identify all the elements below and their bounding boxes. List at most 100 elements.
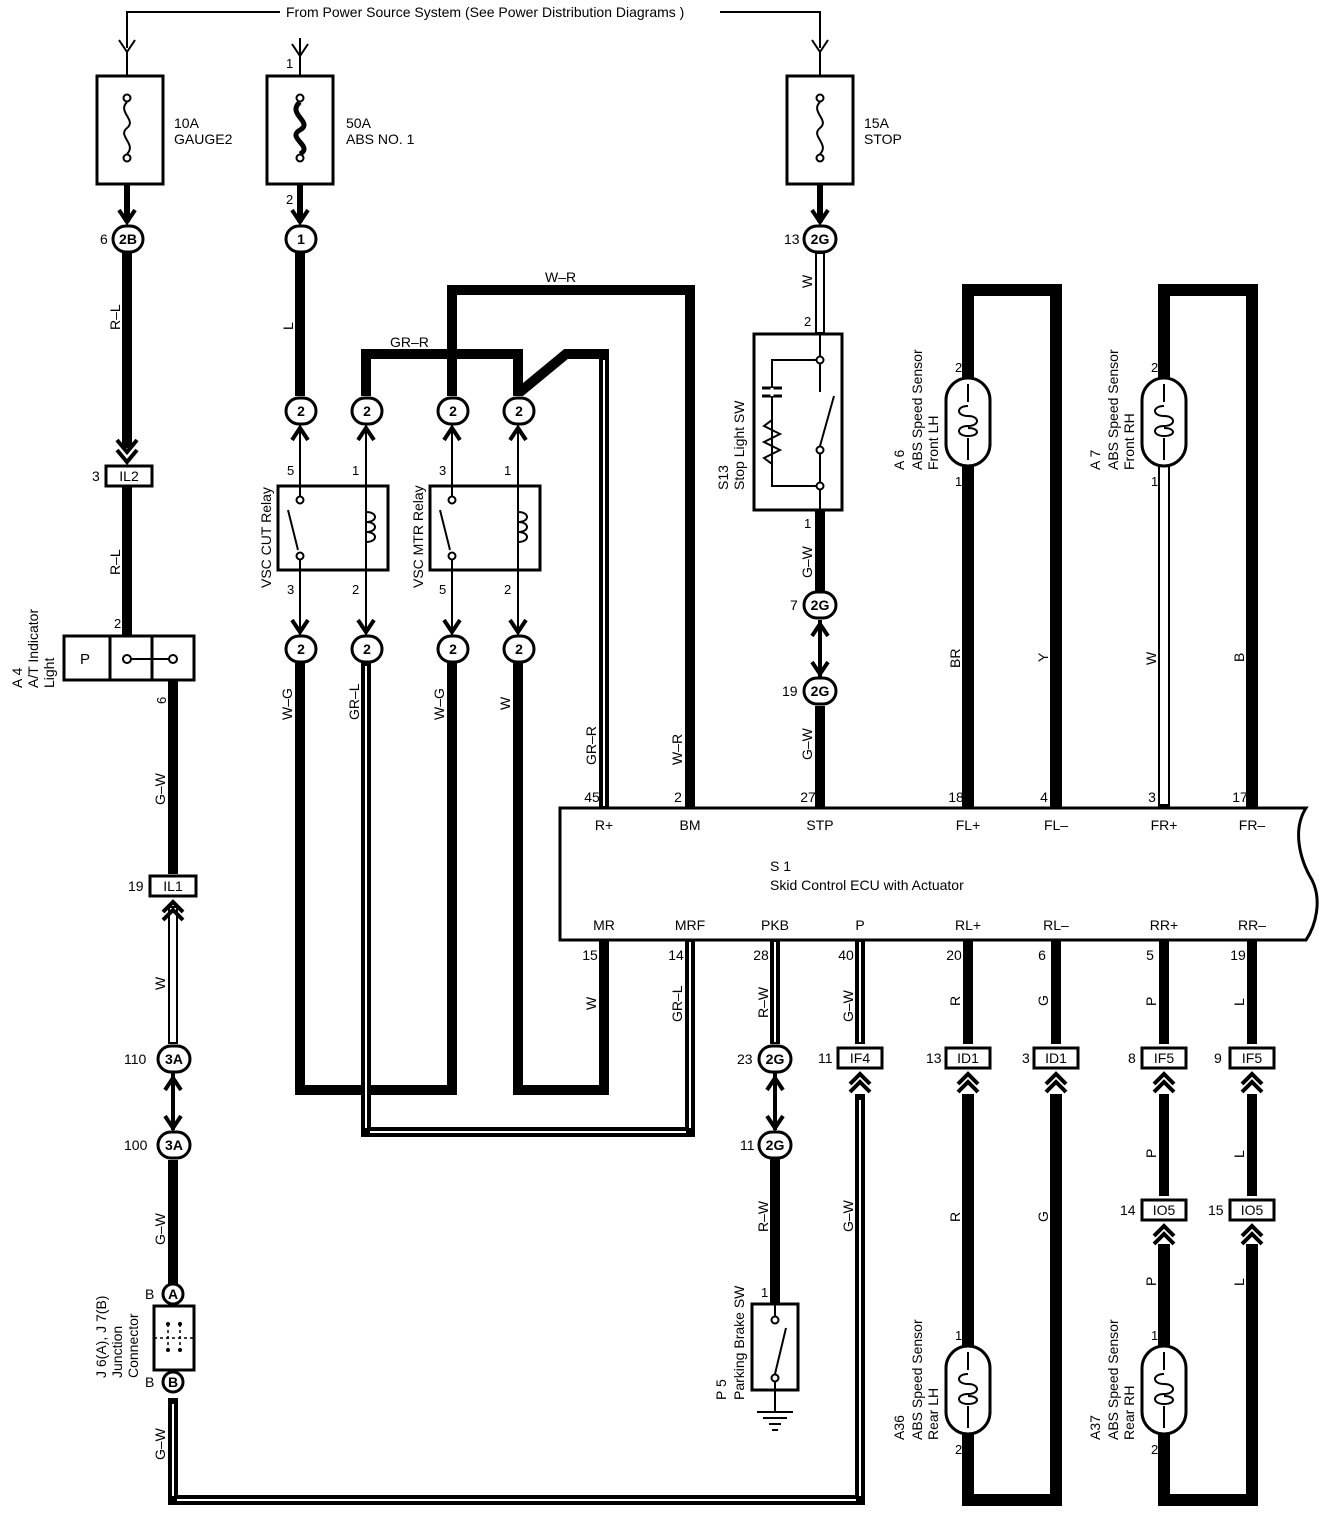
pin-label: 13 (926, 1050, 942, 1066)
wire-color-label: L (280, 322, 296, 330)
pin-label: 2 (955, 360, 962, 375)
connector-io5-15: IO5 15 (1208, 1198, 1276, 1246)
component-code: S13 (715, 465, 731, 490)
pin-label: 9 (1214, 1050, 1222, 1066)
connector-id: IL2 (119, 468, 139, 484)
connector-id: IO5 (1153, 1202, 1176, 1218)
pin-label: 8 (1128, 1050, 1136, 1066)
connector-2g-19: 2G 19 (782, 660, 838, 706)
switch-icon (774, 1327, 787, 1375)
component-code: J 6(A), J 7(B) (93, 1296, 109, 1378)
skid-control-ecu: S 1 Skid Control ECU with Actuator (558, 806, 1319, 942)
wire-color-label: W–G (279, 688, 295, 720)
wire-color-label: G–W (840, 989, 856, 1022)
pin-label: 19 (782, 683, 798, 699)
wire-color-label: G–W (840, 1199, 856, 1232)
ecu-terminal-label: PKB (761, 917, 789, 933)
ecu-pin-label: 15 (582, 947, 598, 963)
component-code: P 5 (713, 1379, 729, 1400)
pin-label: 14 (1120, 1202, 1136, 1218)
pin-label: 1 (761, 1285, 768, 1300)
component-name: Front RH (1121, 413, 1137, 470)
ecu-pin-label: 2 (674, 789, 682, 805)
wire-stp-w: W G–W G–W (799, 252, 825, 808)
wire-color-label: W (583, 996, 599, 1010)
fuse-name: GAUGE2 (174, 131, 233, 147)
connector-id: IF5 (1154, 1050, 1174, 1066)
wire-pkb: R–W R–W (755, 940, 780, 1304)
pin-label: B (145, 1286, 154, 1302)
fuse-rating: 15A (864, 115, 890, 131)
wire-color-label: GR–R (390, 334, 429, 350)
pin-label: 2 (1151, 360, 1158, 375)
component-name: Light (41, 658, 57, 688)
pin-label: 11 (740, 1137, 755, 1153)
connector-id: 3A (165, 1137, 183, 1153)
wire-gr-r: GR–R GR–R (361, 334, 609, 808)
wire-r-l: R–L R–L (107, 252, 132, 636)
pin-label: 1 (504, 463, 511, 478)
pin-label: 2 (804, 314, 811, 329)
wire-color-label: W–R (545, 269, 576, 285)
component-code: A 4 (9, 668, 25, 688)
junction-connector: A B B B J 6(A), J 7(B) Junction Connecto… (93, 1282, 196, 1394)
connector-1: 1 (284, 208, 318, 254)
connector-id: 2G (811, 683, 830, 699)
wire-color-label: G (1035, 995, 1051, 1006)
ecu-terminal-label: MR (593, 917, 615, 933)
ecu-pin-label: 28 (753, 947, 769, 963)
component-name: Parking Brake SW (731, 1285, 747, 1400)
component-name: Connector (125, 1313, 141, 1378)
connector-id: 2 (297, 641, 305, 657)
connector-if5-8: IF5 8 (1128, 1046, 1188, 1094)
connector-id: 2G (811, 231, 830, 247)
connector-2g-13: 2G 13 (784, 208, 838, 254)
fuse-rating: 10A (174, 115, 200, 131)
connector-id: 2 (363, 641, 371, 657)
ecu-terminal-label: RR+ (1150, 917, 1178, 933)
connector-2g-23: 2G 23 (737, 1044, 793, 1092)
wire-color-label: G (1035, 1211, 1051, 1222)
sensor-coil-icon (1154, 405, 1174, 438)
wire-color-label: W (497, 696, 513, 710)
pin-label: 11 (818, 1050, 833, 1066)
wire-color-label: GR–L (346, 683, 362, 720)
parking-brake-switch: 1 P 5 Parking Brake SW (713, 1285, 800, 1431)
component-name: Front LH (925, 416, 941, 470)
component-name: VSC CUT Relay (258, 487, 274, 588)
pin-label: 3 (439, 463, 446, 478)
wire-g-w-left: G–W (152, 680, 178, 874)
wire-color-label: W–R (669, 734, 685, 765)
wire-rear-lh: R G R G (947, 940, 1062, 1506)
component-name: A/T Indicator (25, 609, 41, 688)
component-name: ABS Speed Sensor (1105, 1319, 1121, 1440)
connector-id: 2 (363, 403, 371, 419)
pin-label: 1 (1151, 1328, 1158, 1343)
power-source-label: From Power Source System (See Power Dist… (286, 4, 684, 20)
wire-color-label: R–L (107, 304, 123, 330)
wire-color-label: B (1231, 653, 1247, 662)
pin-label: 1 (955, 474, 962, 489)
wire-color-label: W (152, 976, 168, 990)
connector-id: 2G (766, 1137, 785, 1153)
connector-id: 2 (297, 403, 305, 419)
connector-id: 2 (449, 641, 457, 657)
pin-label: 2 (1151, 1442, 1158, 1457)
ecu-terminals: 45R+2BM27STP18FL+4FL–3FR+17FR–MR15MRF14P… (582, 789, 1266, 963)
pin-label: 3 (287, 582, 294, 597)
connector-id: IO5 (1241, 1202, 1264, 1218)
fuse-gauge2: 10A GAUGE2 (95, 52, 233, 222)
component-name: ABS Speed Sensor (909, 1319, 925, 1440)
ecu-terminal-label: MRF (675, 917, 705, 933)
connector-id: ID1 (1045, 1050, 1067, 1066)
ecu-code: S 1 (770, 858, 791, 874)
connector-id: IF5 (1242, 1050, 1262, 1066)
ecu-pin-label: 18 (948, 789, 964, 805)
ecu-pin-label: 40 (838, 947, 854, 963)
pin-label: 3 (1022, 1050, 1030, 1066)
ecu-terminal-label: P (855, 917, 864, 933)
connector-3a-110: 3A 110 (124, 1044, 192, 1092)
wire-color-label: R–W (755, 1200, 771, 1232)
coil-icon (365, 511, 376, 543)
pin-label: 3 (92, 468, 100, 484)
